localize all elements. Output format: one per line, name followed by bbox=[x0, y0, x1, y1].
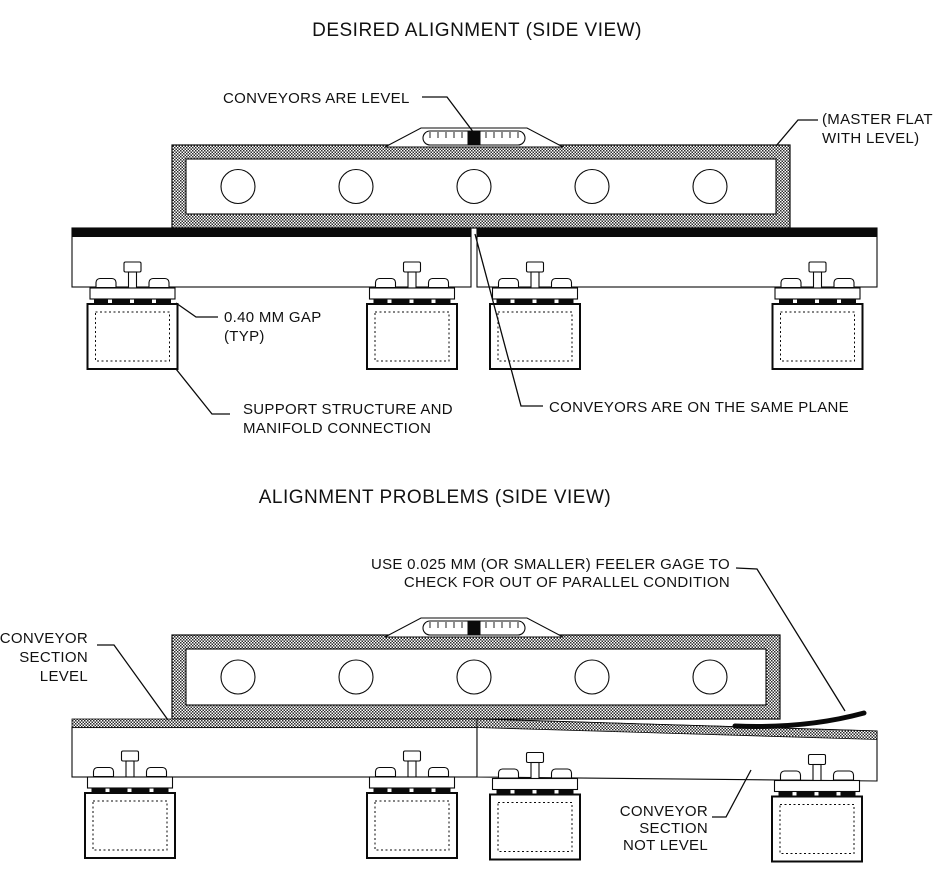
support-structure bbox=[84, 750, 176, 859]
level-tool bbox=[384, 127, 564, 148]
label-gap-line2: (TYP) bbox=[224, 328, 265, 345]
leader-feeler-gage bbox=[735, 567, 846, 712]
leader-support bbox=[175, 368, 230, 415]
label-feeler-line1: USE 0.025 MM (OR SMALLER) FEELER GAGE TO bbox=[370, 556, 730, 573]
leader-gap bbox=[175, 302, 218, 318]
label-feeler-gage: USE 0.025 MM (OR SMALLER) FEELER GAGE TO… bbox=[371, 556, 730, 592]
label-section-not-level: CONVEYOR SECTION NOT LEVEL bbox=[620, 803, 708, 854]
label-section-level-line3: LEVEL bbox=[39, 668, 88, 685]
label-gap-line1: 0.40 MM GAP bbox=[224, 309, 322, 326]
label-section-level-line1: CONVEYOR bbox=[0, 630, 88, 647]
support-structure bbox=[366, 261, 458, 370]
figure1-desired-alignment bbox=[71, 127, 878, 370]
leader-conveyors-level bbox=[422, 96, 475, 134]
conveyor-beam-right bbox=[476, 227, 878, 288]
label-section-level: CONVEYOR SECTION LEVEL bbox=[0, 629, 88, 686]
label-support-line2: MANIFOLD CONNECTION bbox=[243, 420, 432, 437]
leader-lines bbox=[97, 96, 846, 818]
label-conveyors-are-level: CONVEYORS ARE LEVEL bbox=[223, 90, 410, 107]
leader-section-level bbox=[97, 644, 169, 721]
conveyor-top-surface-right bbox=[477, 228, 877, 237]
level-tool bbox=[384, 617, 564, 638]
label-gap: 0.40 MM GAP (TYP) bbox=[224, 308, 322, 346]
support-structure bbox=[489, 751, 581, 861]
leader-master-flat bbox=[775, 119, 818, 147]
label-same-plane: CONVEYORS ARE ON THE SAME PLANE bbox=[549, 399, 849, 416]
feeler-gage-wedge bbox=[732, 710, 867, 729]
support-structure bbox=[86, 261, 179, 370]
conveyor-top-surface-left bbox=[71, 718, 478, 728]
label-section-not-level-line1: CONVEYOR bbox=[619, 803, 708, 820]
figure2-title: ALIGNMENT PROBLEMS (SIDE VIEW) bbox=[258, 487, 612, 508]
support-structure bbox=[771, 261, 864, 370]
support-structure bbox=[489, 261, 581, 370]
leader-same-plane bbox=[474, 233, 543, 407]
label-master-flat-line2: WITH LEVEL) bbox=[822, 130, 920, 147]
label-master-flat: (MASTER FLAT WITH LEVEL) bbox=[822, 110, 933, 148]
conveyor-top-surface-left bbox=[72, 228, 471, 237]
label-feeler-line2: CHECK FOR OUT OF PARALLEL CONDITION bbox=[403, 574, 730, 591]
label-section-not-level-line2: SECTION bbox=[639, 820, 708, 837]
label-support-structure: SUPPORT STRUCTURE AND MANIFOLD CONNECTIO… bbox=[243, 400, 453, 438]
label-support-line1: SUPPORT STRUCTURE AND bbox=[243, 401, 453, 418]
label-section-not-level-line3: NOT LEVEL bbox=[623, 837, 708, 854]
leader-section-not-level bbox=[712, 769, 752, 818]
label-section-level-line2: SECTION bbox=[19, 649, 88, 666]
figure1-title: DESIRED ALIGNMENT (SIDE VIEW) bbox=[312, 20, 642, 41]
figure2-alignment-problems bbox=[71, 617, 878, 863]
label-master-flat-line1: (MASTER FLAT bbox=[822, 111, 933, 128]
support-structure bbox=[366, 750, 458, 859]
support-structure bbox=[771, 753, 863, 863]
